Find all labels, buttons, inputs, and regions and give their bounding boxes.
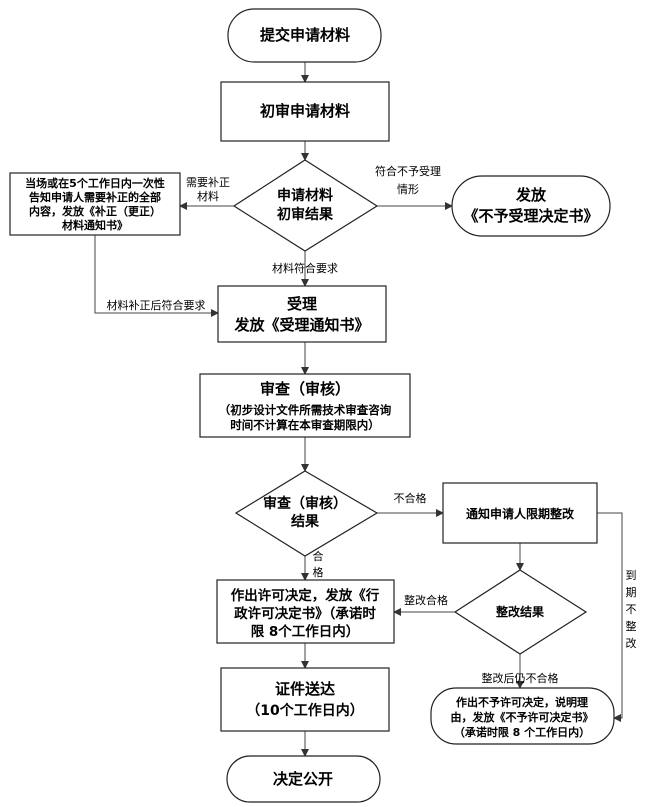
diamond-review-result	[234, 470, 379, 557]
label-need-supplement-line-1: 需要补正	[186, 176, 230, 189]
label-refuse-case-line-1: 符合不予受理	[375, 164, 441, 178]
node-initial-review: 初审申请材料	[260, 102, 350, 120]
label-meets-requirement: 材料符合要求	[272, 261, 338, 275]
label-deadline-3: 不	[626, 603, 637, 616]
label-still-fail: 整改后仍不合格	[482, 671, 559, 685]
node-initial-result-line-1: 申请材料	[277, 187, 333, 204]
node-rectify-result: 整改结果	[495, 604, 544, 619]
box-audit	[199, 373, 411, 438]
terminal-refusal	[451, 175, 611, 237]
node-refusal-line-2: 《不予受理决定书》	[463, 207, 598, 225]
node-review-result-line-1: 审查（审核）	[263, 495, 347, 512]
node-audit-line-1: 审查（审核）	[260, 380, 350, 398]
node-shapes	[9, 8, 615, 803]
terminal-publish	[226, 755, 381, 803]
label-after-supplement: 材料补正后符合要求	[107, 298, 206, 312]
box-initial-review	[220, 81, 390, 142]
node-deliver-line-1: 证件送达	[275, 680, 335, 698]
box-rectify-notice	[442, 482, 598, 544]
arrow-supplement-to-accept	[94, 235, 219, 317]
edge-labels: 需要补正 材料 符合不予受理 情形 材料符合要求 材料补正后符合要求 不合格 合…	[107, 164, 637, 685]
label-pass-line-1: 合	[313, 549, 324, 563]
label-deadline-4: 整	[626, 619, 637, 633]
node-texts: 提交申请材料 初审申请材料 申请材料 初审结果 当场或在5个工作日内一次性 告知…	[25, 26, 598, 788]
node-rectify-notice: 通知申请人限期整改	[466, 506, 575, 521]
terminal-deny-decision	[430, 687, 615, 745]
node-refusal-line-1: 发放	[515, 186, 547, 204]
node-deny-line-2: 由，发放《不予许可决定书》	[451, 710, 594, 724]
node-audit-line-3: 时间不计算在本审查期限内）	[230, 418, 380, 432]
label-deadline-5: 改	[626, 636, 637, 650]
node-review-result-line-2: 结果	[291, 513, 320, 530]
arrow-deadline-to-deny	[597, 512, 623, 722]
node-accept-line-2: 发放《受理通知书》	[233, 316, 369, 334]
node-deny-line-3: （承诺时限 8 个工作日内）	[454, 725, 590, 739]
node-permit-line-2: 政许可决定书》（承诺时	[234, 605, 376, 622]
label-need-supplement-line-2: 材料	[197, 189, 219, 203]
node-supplement-line-1: 当场或在5个工作日内一次性	[25, 176, 165, 190]
node-accept-line-1: 受理	[287, 295, 317, 313]
terminal-submit	[227, 8, 382, 63]
node-submit: 提交申请材料	[260, 26, 350, 44]
label-rectified-ok: 整改合格	[404, 593, 448, 607]
node-deny-line-1: 作出不予许可决定，说明理	[456, 695, 588, 709]
diamond-rectify-result	[453, 569, 588, 655]
box-supplement-notice	[9, 172, 181, 236]
connectors	[94, 62, 623, 757]
box-permit-decision	[216, 579, 395, 644]
label-deadline-1: 到	[626, 569, 637, 582]
node-supplement-line-2: 告知申请人需要补正的全部	[29, 190, 161, 204]
label-refuse-case-line-2: 情形	[397, 183, 419, 196]
label-pass-line-2: 格	[313, 565, 324, 579]
node-permit-line-3: 限 8个工作日内）	[251, 623, 360, 640]
node-initial-result-line-2: 初审结果	[277, 206, 334, 223]
node-supplement-line-4: 材料通知书》	[62, 218, 128, 232]
node-supplement-line-3: 内容，发放《补正（更正）	[29, 204, 161, 218]
box-deliver	[220, 667, 390, 732]
node-permit-line-1: 作出许可决定，发放《行	[231, 587, 380, 604]
label-fail: 不合格	[394, 491, 427, 505]
diamond-initial-result	[232, 159, 379, 252]
box-accept	[217, 285, 387, 343]
node-deliver-line-2: （10个工作日内）	[246, 702, 363, 719]
node-audit-line-2: （初步设计文件所需技术审查咨询	[219, 403, 392, 417]
node-publish: 决定公开	[273, 770, 333, 788]
label-deadline-2: 期	[626, 586, 637, 599]
